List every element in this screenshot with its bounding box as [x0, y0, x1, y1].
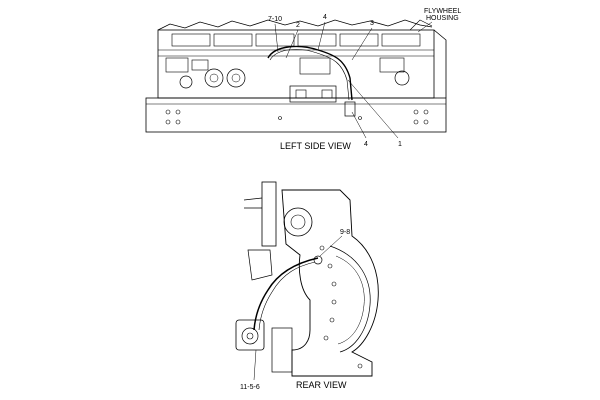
rear-harness-hose — [253, 257, 319, 331]
housing-bolt-holes — [319, 245, 363, 369]
harness-clip — [344, 101, 356, 117]
left-view-leaders — [274, 21, 433, 139]
vertical-pipe — [261, 181, 277, 247]
engine-top-outline — [157, 19, 433, 31]
left-side-view-label: LEFT SIDE VIEW — [280, 141, 351, 151]
rear-view-label: REAR VIEW — [296, 380, 347, 390]
leader-9-8 — [319, 235, 343, 257]
callout-4-bottom: 4 — [364, 141, 368, 148]
engine-block-body — [157, 29, 435, 99]
leader-11-5-6 — [253, 349, 257, 381]
callout-flywheel: FLYWHEEL — [424, 8, 461, 15]
base-rail-bolts — [165, 109, 429, 125]
left-side-view: 7-10 2 4 3 FLYWHEEL HOUSING 4 1 LEFT SID… — [145, 8, 461, 151]
hose-fitting — [313, 255, 323, 265]
flywheel-housing-edge — [433, 29, 447, 98]
flywheel-housing-rear — [281, 189, 379, 377]
side-bracket — [247, 249, 273, 281]
callout-3: 3 — [370, 20, 374, 27]
engine-pumps — [179, 68, 410, 89]
rear-cover-circle — [283, 207, 313, 237]
valve-covers — [171, 33, 421, 47]
callout-1: 1 — [398, 141, 402, 148]
manifold-band — [158, 49, 434, 75]
callout-2: 2 — [296, 22, 300, 29]
wiring-harness-hose — [267, 45, 353, 101]
callout-11-5-6: 11-5-6 — [240, 384, 260, 391]
rear-view: 9-8 11-5-6 REAR VIEW — [235, 181, 379, 391]
callout-4-top: 4 — [323, 14, 327, 21]
callout-9-8: 9-8 — [340, 229, 350, 236]
junction-box — [271, 327, 293, 373]
connector-bracket — [289, 85, 337, 103]
callout-housing: HOUSING — [426, 15, 459, 22]
connector-module — [235, 319, 265, 351]
base-rail — [145, 97, 447, 133]
callout-7-10: 7-10 — [268, 16, 282, 23]
